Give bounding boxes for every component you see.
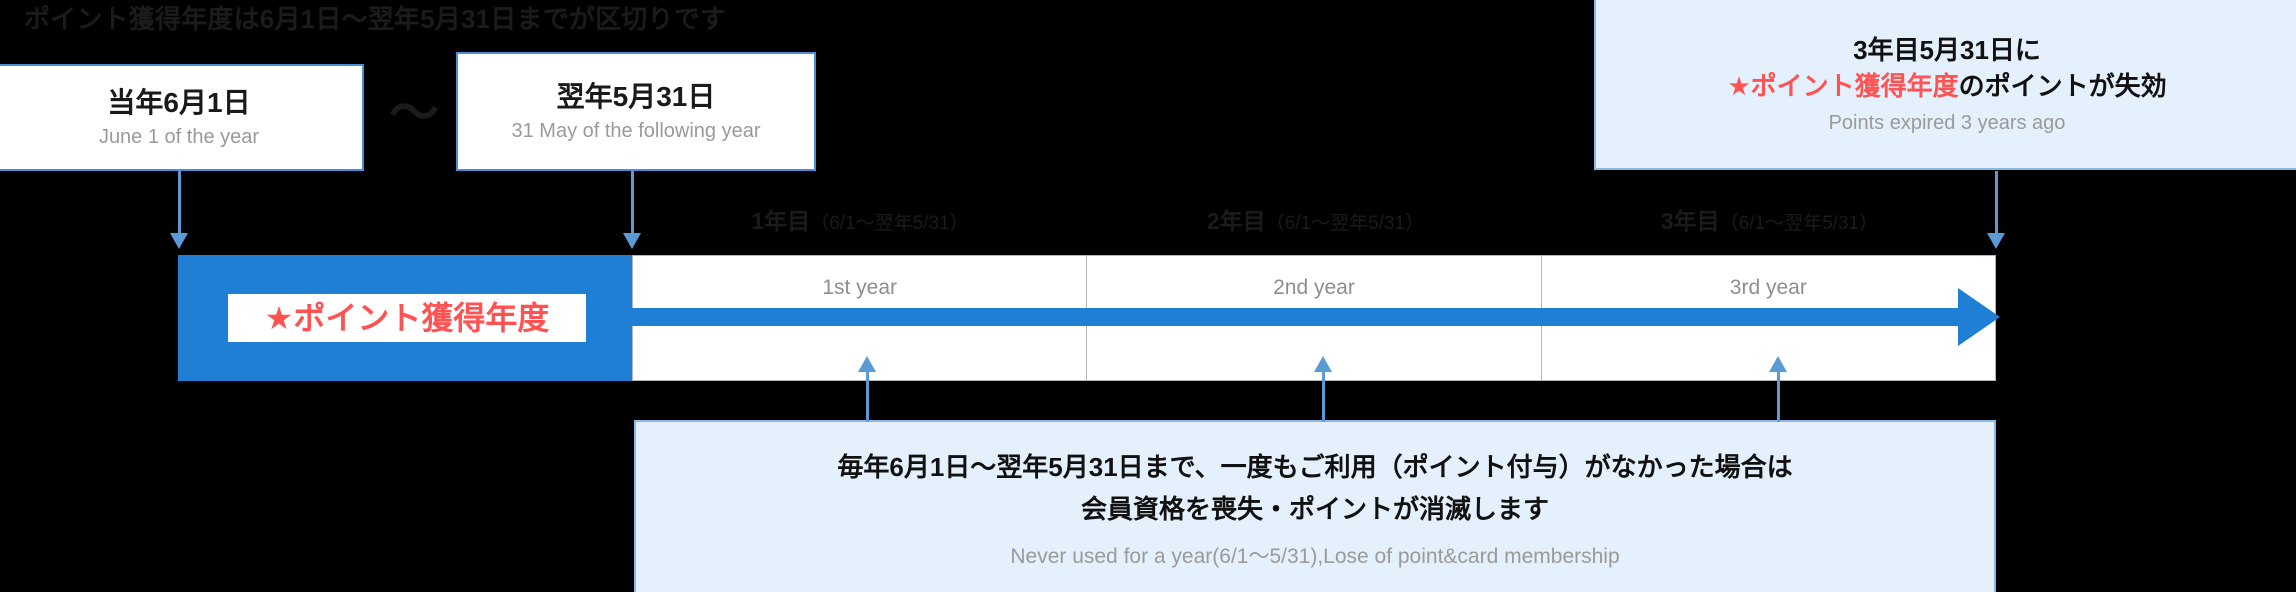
connector-arrow-start (170, 233, 188, 249)
date-card-end-jp: 翌年5月31日 (556, 80, 716, 112)
date-card-end: 翌年5月31日 31 May of the following year (456, 52, 816, 171)
connector-line-year1 (866, 372, 869, 422)
timeline-arrow-shaft (632, 308, 1972, 326)
year-header-2: 2年目（6/1〜翌年5/31） (1088, 204, 1543, 238)
lapse-callout: 毎年6月1日〜翌年5月31日まで、一度もご利用（ポイント付与）がなかった場合は … (634, 420, 1996, 592)
timeline-cell-year1-label: 1st year (822, 276, 898, 299)
year-header-2-range: （6/1〜翌年5/31） (1265, 213, 1425, 234)
expiry-callout-en: Points expired 3 years ago (1828, 111, 2066, 134)
year-header-3-title: 3年目 (1660, 208, 1720, 234)
timeline-cell-year2-label: 2nd year (1273, 276, 1355, 299)
connector-line-year2 (1322, 372, 1325, 422)
connector-line-start (178, 171, 181, 233)
expiry-callout-line2: ★ポイント獲得年度のポイントが失効 (1727, 68, 2166, 106)
acquisition-year-label: ★ポイント獲得年度 (264, 300, 550, 336)
year-header-1: 1年目（6/1〜翌年5/31） (632, 204, 1088, 238)
expiry-callout: 3年目5月31日に ★ポイント獲得年度のポイントが失効 Points expir… (1594, 0, 2296, 170)
connector-arrow-year2 (1314, 356, 1332, 372)
connector-line-end (631, 171, 634, 233)
year-header-3: 3年目（6/1〜翌年5/31） (1543, 204, 1996, 238)
year-header-1-range: （6/1〜翌年5/31） (810, 213, 969, 234)
lapse-callout-line1: 毎年6月1日〜翌年5月31日まで、一度もご利用（ポイント付与）がなかった場合は (837, 452, 1793, 483)
lapse-callout-en: Never used for a year(6/1〜5/31),Lose of … (1010, 544, 1620, 568)
date-card-start: 当年6月1日 June 1 of the year (0, 64, 364, 171)
lapse-callout-line2: 会員資格を喪失・ポイントが消滅します (1080, 494, 1549, 525)
expiry-callout-line1: 3年目5月31日に (1853, 35, 2041, 66)
expiry-callout-highlight: ★ポイント獲得年度 (1727, 71, 1959, 102)
page-title: ポイント獲得年度は6月1日〜翌年5月31日までが区切りです (24, 4, 727, 34)
connector-arrow-year1 (858, 356, 876, 372)
connector-arrow-end (623, 233, 641, 249)
year-header-2-title: 2年目 (1206, 208, 1266, 234)
timeline-cell-year3: 3rd year (1542, 256, 1995, 380)
range-separator: 〜 (389, 85, 439, 141)
year-header-1-title: 1年目 (751, 208, 811, 234)
acquisition-year-chip: ★ポイント獲得年度 (228, 294, 586, 342)
connector-arrow-year3 (1769, 356, 1787, 372)
timeline-cell-year3-label: 3rd year (1729, 276, 1807, 299)
connector-arrow-expiry (1987, 233, 2005, 249)
year-header-3-range: （6/1〜翌年5/31） (1719, 213, 1879, 234)
acquisition-year-block: ★ポイント獲得年度 (178, 255, 632, 381)
timeline-arrow-head (1958, 288, 2000, 346)
connector-line-expiry (1995, 171, 1998, 233)
date-card-end-en: 31 May of the following year (511, 119, 761, 142)
connector-line-year3 (1777, 372, 1780, 422)
date-card-start-jp: 当年6月1日 (107, 86, 251, 118)
expiry-callout-rest: のポイントが失効 (1958, 71, 2167, 102)
date-card-start-en: June 1 of the year (98, 125, 260, 148)
